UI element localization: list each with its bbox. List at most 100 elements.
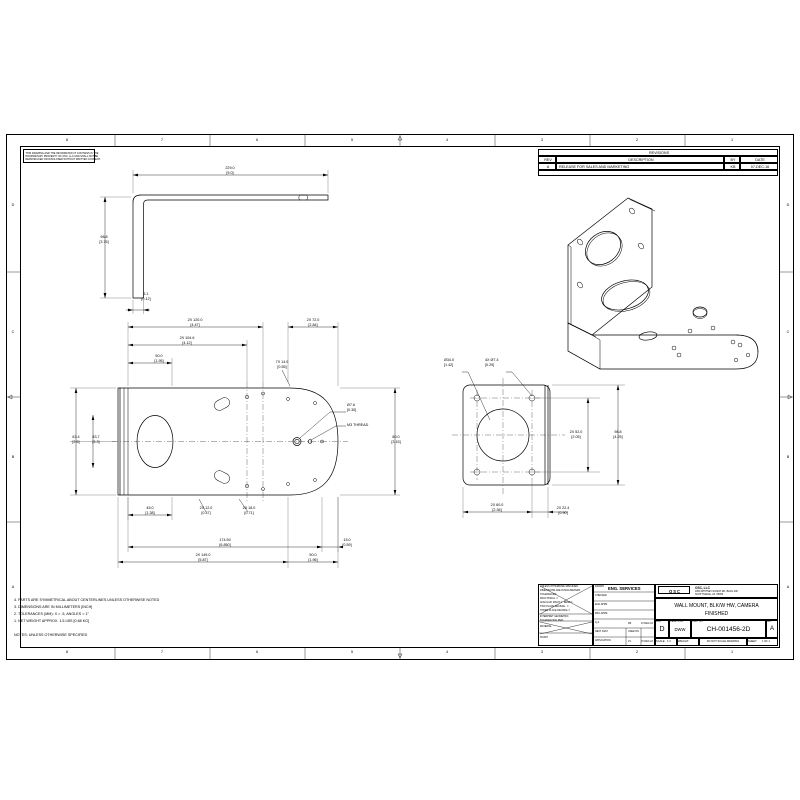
weight-label: WEIGHT:	[678, 640, 689, 643]
revision-header-by-label: BY	[730, 158, 736, 163]
mfg-appr-label: MFG APPR.	[595, 612, 609, 615]
dim-plan-p16-alt: [0.59]	[342, 543, 352, 547]
drawn-label: DRAWN	[595, 585, 604, 588]
tol-l1: UNLESS OTHERWISE SPECIFIED:	[540, 585, 579, 588]
sheet-cell	[747, 638, 778, 646]
interp-l1: INTERPRET GEOMETRIC	[540, 615, 569, 618]
revision-header-description-label: DESCRIPTION	[628, 158, 654, 163]
dim-plan-p11: 45.0	[146, 506, 154, 510]
dim-side-thickness: 3.1	[143, 292, 149, 296]
dim-plan-p13-alt: [0.71]	[244, 511, 254, 515]
dim-side-overall-length-alt: [9.0]	[226, 171, 234, 175]
company-name: OSC, LLC	[695, 586, 710, 590]
dwg-no-cell	[691, 620, 766, 638]
company-address: 1850 WHITNEY RANCH RD. BLDG 200 SCOTTSDA…	[695, 590, 738, 597]
dim-plan-p7: 83.7	[92, 435, 100, 439]
drawn-name: KB	[628, 622, 632, 625]
scale-label: SCALE:	[656, 640, 666, 643]
zone-bottom-8: 8	[65, 650, 69, 654]
dim-plan-p15-alt: [6.850]	[219, 543, 231, 547]
finish-label: FINISH	[540, 636, 548, 639]
zone-top-2: 2	[635, 138, 639, 142]
dim-plan-p3: 50.0	[155, 354, 163, 358]
drawing-title-block	[655, 598, 778, 620]
dim-plan-p10: M3 THREAD	[347, 423, 369, 427]
zone-right-B: B	[786, 455, 790, 459]
used-on-label: USED ON	[628, 630, 639, 633]
dim-front-f3: 2X 52.0	[569, 430, 583, 434]
zone-top-7: 7	[160, 138, 164, 142]
dim-front-f1: Ø34.0	[444, 358, 455, 362]
company-block	[655, 584, 778, 598]
dim-plan-p4-alt: [2.84]	[308, 323, 318, 327]
company-logo-text: OSC	[668, 589, 682, 594]
zone-bottom-5: 5	[350, 650, 354, 654]
dwg-no-value: CH-001456-2D	[706, 626, 751, 633]
cage-cell	[669, 620, 691, 638]
revision-header-date: DATE	[740, 156, 778, 163]
dim-plan-p11-alt: [1.38]	[145, 511, 155, 515]
dwg-no-label: DWG. NO.	[692, 621, 704, 623]
revision-row-rev: A	[538, 163, 556, 170]
revision-header-rev-label: REV	[544, 158, 552, 163]
checked-label: CHECKED	[595, 594, 607, 597]
dim-front-f5: 2X 60.0	[490, 503, 504, 507]
revision-header-by: BY	[724, 156, 740, 163]
do-not-scale-cell	[699, 638, 747, 646]
dim-front-f1-alt: [1.42]	[444, 363, 454, 367]
zone-bottom-3: 3	[540, 650, 544, 654]
cage-label: CAGE CODE	[670, 621, 684, 623]
dim-front-f2-alt: [0.29]	[485, 363, 495, 367]
revision-row-description-value: RELEASE FOR SALES AND MARKETING	[559, 165, 630, 170]
weight-cell	[677, 638, 699, 646]
rev-cell	[766, 620, 778, 638]
dim-plan-p12-alt: [0.47]	[201, 511, 211, 515]
dim-plan-p1-alt: [4.47]	[190, 323, 200, 327]
approvals-block	[593, 584, 655, 646]
dim-plan-p6: 63.4	[72, 435, 80, 439]
dim-plan-p2: 2X 104.6	[179, 336, 195, 340]
zone-bottom-2: 2	[635, 650, 639, 654]
revision-row-description: RELEASE FOR SALES AND MARKETING	[556, 163, 724, 170]
dim-plan-p7-alt: [3.3]	[92, 440, 100, 444]
tol-l3: TOLERANCES:	[540, 593, 557, 596]
zone-bottom-1: 1	[730, 650, 734, 654]
zone-top-4: 4	[445, 138, 449, 142]
zone-left-D: D	[11, 203, 15, 207]
application-label: APPLICATION	[595, 639, 611, 642]
dim-plan-p16: 15.0	[343, 538, 351, 542]
note-line-3: 3. DIMENSIONS ARE IN MILLIMETERS [INCH]	[14, 605, 93, 609]
zone-top-5: 5	[350, 138, 354, 142]
sheet-inner-border	[20, 146, 780, 648]
zone-top-8: 8	[65, 138, 69, 142]
material-label: MATERIAL	[540, 625, 552, 628]
dim-front-f5-alt: [2.36]	[492, 508, 502, 512]
zone-bottom-7: 7	[160, 650, 164, 654]
sheet-label: SHEET	[748, 640, 757, 643]
dept-name: ENG. SERVICES	[608, 586, 641, 591]
dim-plan-p8-alt: [3.15]	[391, 440, 401, 444]
qa-label: Q.A.	[595, 621, 600, 624]
drawing-title-line1: WALL MOUNT, BLK/W HW, CAMERA	[674, 603, 759, 609]
dim-plan-p12: 2X 12.0	[199, 506, 213, 510]
checked-date: 07-DEC-16	[641, 640, 653, 643]
do-not-scale-text: DO NOT SCALE DRAWING	[706, 640, 740, 643]
revision-header-date-label: DATE	[755, 158, 765, 163]
proprietary-notice-box: THIS DRAWING AND THE INFORMATION IT CONT…	[23, 149, 101, 163]
zone-right-C: C	[786, 330, 790, 334]
revision-row-date-value: 07-DEC-16	[750, 165, 770, 170]
note-line-2: 2. TOLERANCES (MM): X = .5, ANGLES = 1°	[14, 612, 89, 616]
tolerance-text: UNLESS OTHERWISE SPECIFIED:	[540, 585, 579, 588]
revision-row-empty	[538, 169, 778, 176]
dim-plan-p18-alt: [1.96]	[308, 558, 318, 562]
dim-side-overall-height-alt: [3.76]	[99, 240, 109, 244]
zone-bottom-4: 4	[445, 650, 449, 654]
revision-header-rev: REV	[538, 156, 556, 163]
